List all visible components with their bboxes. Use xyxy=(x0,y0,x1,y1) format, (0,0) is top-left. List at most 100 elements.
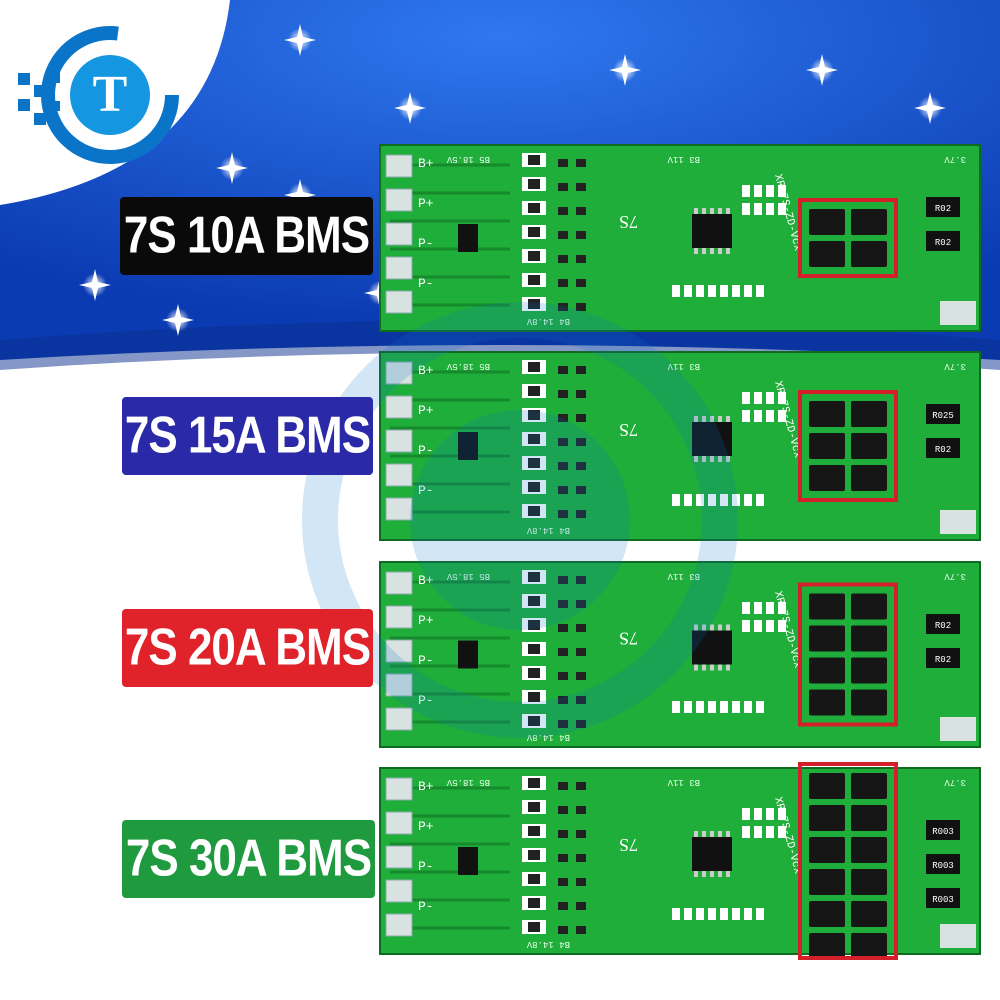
silkscreen-terminal-label: P- xyxy=(418,859,434,874)
smd-part xyxy=(708,285,716,297)
transistor xyxy=(458,640,478,669)
smd-cap xyxy=(576,303,586,311)
smd-cap xyxy=(576,366,586,374)
transistor xyxy=(458,432,478,460)
smd-part xyxy=(742,826,750,838)
shunt-resistor xyxy=(926,404,960,424)
smd-part xyxy=(742,203,750,215)
controller-ic xyxy=(692,837,732,871)
smd-part xyxy=(756,494,764,506)
smd-resistor-body xyxy=(528,482,540,492)
smd-part xyxy=(766,392,774,404)
ic-pin xyxy=(694,831,698,837)
brand-logo: T xyxy=(18,26,179,164)
terminal-pad xyxy=(385,429,413,453)
smd-cap xyxy=(558,806,568,814)
smd-cap xyxy=(558,183,568,191)
smd-part xyxy=(778,410,786,422)
ic-pin xyxy=(718,831,722,837)
smd-resistor-body xyxy=(528,778,540,788)
watermark-logo xyxy=(302,302,738,738)
smd-part xyxy=(742,620,750,632)
terminal-pad xyxy=(385,463,413,487)
silkscreen-volt-mark: B5 18.5V xyxy=(446,361,490,371)
smd-cap xyxy=(558,854,568,862)
smd-cap xyxy=(576,438,586,446)
ic-pin xyxy=(694,664,698,671)
smd-cap xyxy=(576,672,586,680)
silkscreen-chip-mark: 7S xyxy=(619,212,638,232)
smd-part xyxy=(720,701,728,713)
star-icon xyxy=(806,54,838,86)
smd-part xyxy=(672,701,680,713)
smd-part xyxy=(766,826,774,838)
smd-part xyxy=(754,203,762,215)
mosfet xyxy=(809,837,845,863)
smd-cap xyxy=(558,207,568,215)
terminal-pad xyxy=(385,639,413,663)
silkscreen-terminal-label: P+ xyxy=(418,403,434,418)
label-text: 7S 30A BMS xyxy=(125,829,372,888)
mosfet xyxy=(851,689,887,716)
smd-cap xyxy=(558,696,568,704)
controller-ic xyxy=(692,630,732,665)
smd-cap xyxy=(576,414,586,422)
smd-cap xyxy=(558,782,568,790)
label-7s-30a: 7S 30A BMS xyxy=(122,820,375,898)
silkscreen-volt-mark: B4 14.8V xyxy=(526,316,570,326)
mosfet xyxy=(851,465,887,491)
smd-resistor-body xyxy=(528,716,540,726)
ic-pin xyxy=(710,871,714,877)
terminal-pad xyxy=(385,811,413,835)
smd-part xyxy=(708,908,716,920)
smd-cap xyxy=(576,279,586,287)
transistor xyxy=(458,224,478,252)
star-icon xyxy=(394,92,426,124)
smd-part xyxy=(732,701,740,713)
shunt-resistor-label: R003 xyxy=(932,827,954,837)
terminal-pad xyxy=(385,777,413,801)
smd-part xyxy=(672,285,680,297)
smd-cap xyxy=(576,231,586,239)
smd-resistor-body xyxy=(528,506,540,516)
ic-pin xyxy=(718,456,722,462)
mosfet xyxy=(851,241,887,267)
mosfet xyxy=(851,933,887,959)
smd-cap xyxy=(576,390,586,398)
silkscreen-terminal-label: P- xyxy=(418,443,434,458)
smd-cap xyxy=(558,486,568,494)
ic-pin xyxy=(726,624,730,631)
ic-pin xyxy=(702,624,706,631)
terminal-pad xyxy=(385,497,413,521)
ic-pin xyxy=(694,871,698,877)
star-icon xyxy=(284,24,316,56)
smd-part xyxy=(684,908,692,920)
smd-resistor-body xyxy=(528,644,540,654)
smd-cap xyxy=(558,926,568,934)
mosfet xyxy=(809,465,845,491)
smd-resistor-body xyxy=(528,203,540,213)
shunt-resistor-label: R02 xyxy=(935,655,951,665)
silkscreen-volt-mark: B3 11V xyxy=(667,777,700,787)
mosfet xyxy=(809,433,845,459)
smd-resistor-body xyxy=(528,874,540,884)
shunt-resistor-label: R02 xyxy=(935,621,951,631)
ic-pin xyxy=(710,248,714,254)
smd-part xyxy=(778,185,786,197)
terminal-pad xyxy=(385,571,413,595)
shunt-resistor xyxy=(926,854,960,874)
ic-pin xyxy=(702,208,706,214)
smd-resistor-body xyxy=(528,596,540,606)
star-icon xyxy=(162,304,194,336)
smd-cap xyxy=(576,830,586,838)
ic-pin xyxy=(718,664,722,671)
shunt-resistor xyxy=(926,197,960,217)
mosfet-highlight-box xyxy=(798,390,898,502)
terminal-pad xyxy=(385,188,413,212)
silkscreen-chip-mark: 7S xyxy=(619,420,638,440)
controller-ic xyxy=(692,214,732,248)
smd-cap xyxy=(576,854,586,862)
